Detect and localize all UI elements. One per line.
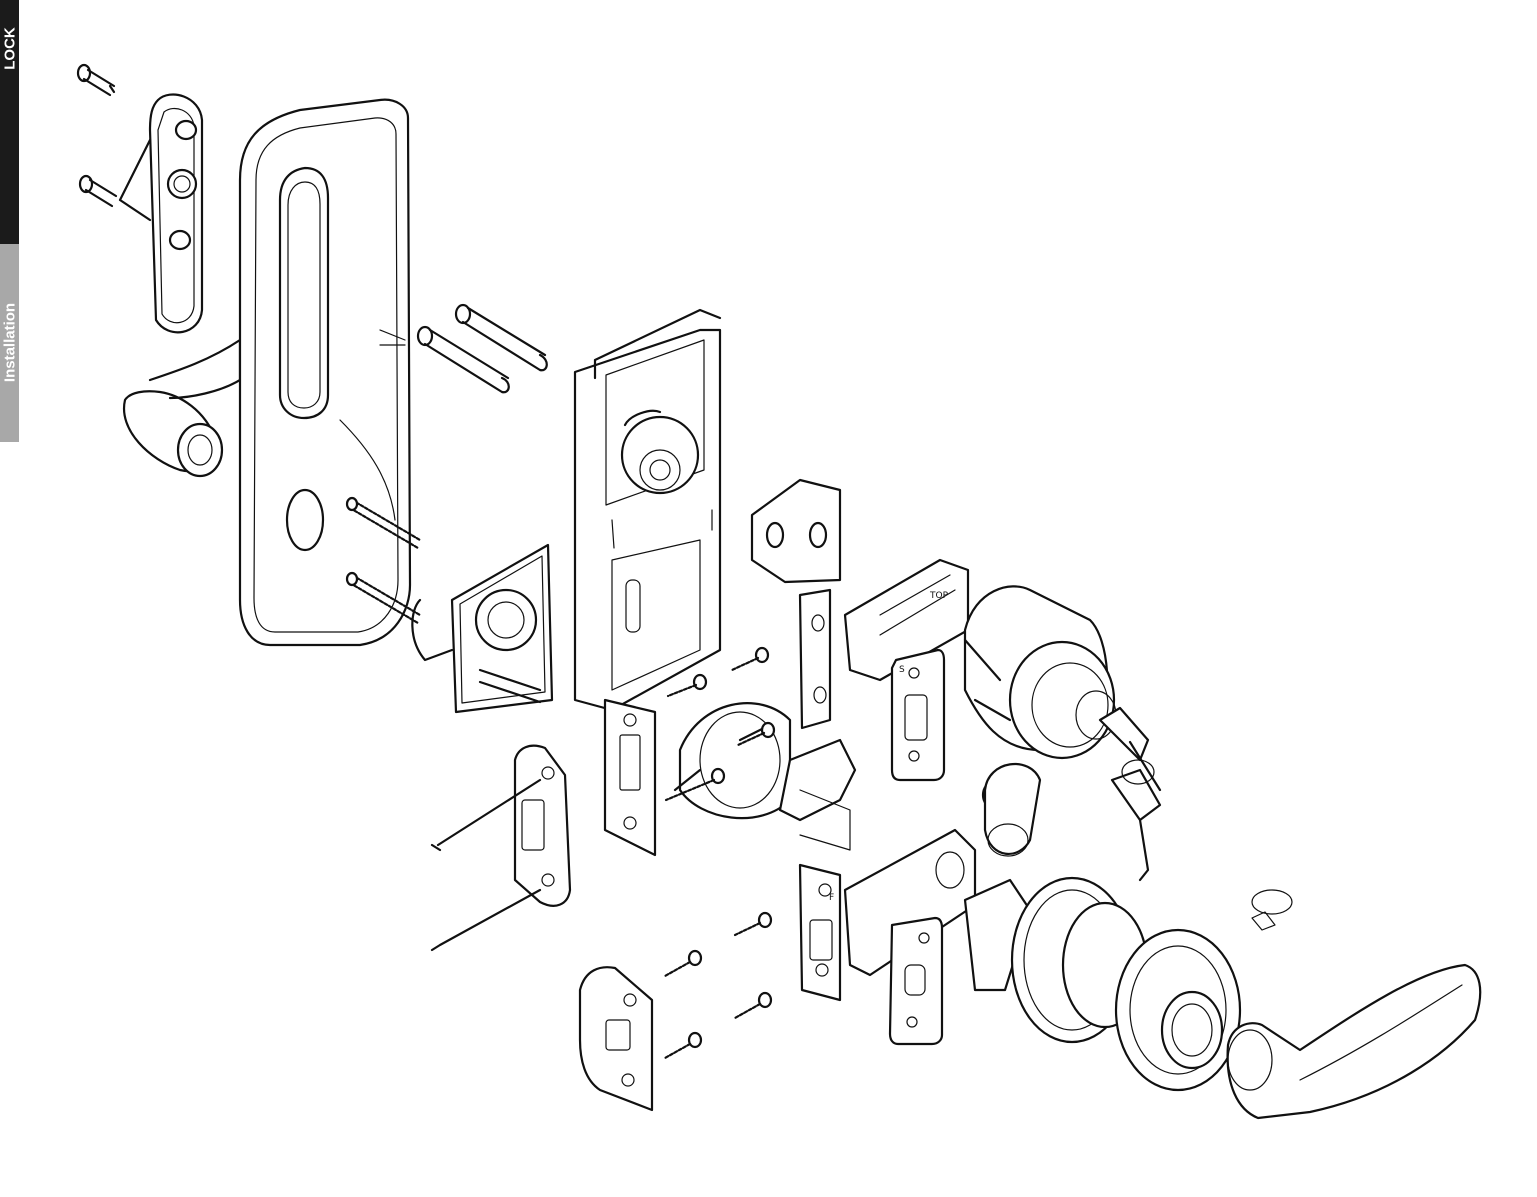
key-icon <box>1098 706 1162 882</box>
wood-screw-icon <box>663 646 776 1060</box>
latch-top-label: TOP <box>929 591 949 601</box>
exterior-chassis-icon <box>573 308 722 712</box>
plate-s-label: S <box>899 665 905 675</box>
section-tab-lock: LOCK <box>0 0 19 244</box>
deadbolt-latch-icon: TOP <box>750 478 970 730</box>
template-nail-icon <box>430 744 572 952</box>
retaining-clip-icon <box>1251 889 1293 931</box>
plate-f-label: F <box>829 893 834 903</box>
rose-assembly-icon <box>963 876 1242 1092</box>
mounting-plate-icon <box>411 543 554 714</box>
lever-latch-icon: F <box>798 828 977 1002</box>
strike-plate-icon <box>578 966 654 1112</box>
mounting-screw-icon <box>76 63 118 208</box>
through-bolt-icon <box>345 303 548 625</box>
section-tab-installation: Installation <box>0 244 19 442</box>
exterior-lever-icon <box>1226 963 1482 1120</box>
strike-plate-icon <box>603 698 657 857</box>
latch-strike-icon: S <box>890 648 946 782</box>
interior-escutcheon-icon <box>238 98 412 647</box>
interior-lever-icon <box>122 338 242 478</box>
latch-strike-icon <box>888 916 944 1046</box>
deadbolt-cylinder-icon <box>963 585 1117 760</box>
interior-back-plate-icon <box>118 93 204 334</box>
spindle-sleeve-icon <box>981 762 1042 857</box>
